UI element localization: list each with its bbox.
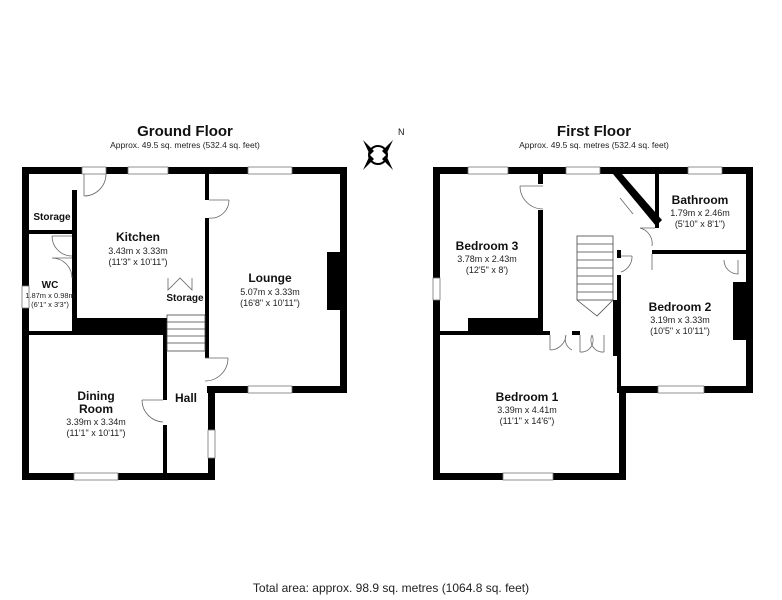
ff-bedroom1-label: Bedroom 1 <box>496 390 559 404</box>
ff-wall-b1-top <box>440 331 550 335</box>
ff-door-cupboard <box>579 334 605 353</box>
gf-wall-hall-left-2 <box>163 425 167 480</box>
compass-icon: N <box>363 127 405 170</box>
gf-dining-dim-m: 3.39m x 3.34m <box>66 417 126 427</box>
ff-bathroom-dim-m: 1.79m x 2.46m <box>670 208 730 218</box>
ff-bedroom2-dim-m: 3.19m x 3.33m <box>650 315 710 325</box>
gf-window-entrance <box>81 166 107 175</box>
gf-wall-kitchen-left <box>72 190 77 335</box>
gf-stairs <box>166 314 206 352</box>
gf-wc-dim-ft: (6'1" x 3'3") <box>31 300 69 309</box>
gf-window-dining <box>73 472 119 481</box>
gf-lounge-label: Lounge <box>248 271 292 285</box>
ff-bathroom-label: Bathroom <box>672 193 729 207</box>
ff-wall-bath-diagonal <box>613 174 662 226</box>
ff-window-b3 <box>467 166 509 175</box>
ff-bedroom3-dim-m: 3.78m x 2.43m <box>457 254 517 264</box>
ff-wall-bath-left <box>655 174 659 228</box>
ff-wall-chimney-b2 <box>733 282 746 340</box>
gf-window-lounge-bottom <box>247 385 293 394</box>
total-area: Total area: approx. 98.9 sq. metres (106… <box>253 581 529 595</box>
gf-door-storage <box>51 235 73 257</box>
first-floor-area: Approx. 49.5 sq. metres (532.4 sq. feet) <box>519 140 669 150</box>
ff-window-b1 <box>502 472 554 481</box>
gf-wc-dim-m: 1.87m x 0.98m <box>25 291 75 300</box>
gf-wall-chimney-lounge <box>327 252 340 310</box>
ff-wall-b3-bottom <box>468 318 543 335</box>
gf-window-wc <box>21 285 30 309</box>
gf-wall-top <box>22 167 347 174</box>
gf-kitchen-label: Kitchen <box>116 230 160 244</box>
gf-hall-label: Hall <box>175 391 197 405</box>
ff-wall-left <box>433 167 440 480</box>
ff-bedroom3-dim-ft: (12'5" x 8') <box>466 265 508 275</box>
ff-door-b2 <box>620 254 653 273</box>
gf-door-storage-stairs <box>167 277 193 291</box>
ground-floor-title: Ground Floor <box>137 123 233 140</box>
ff-door-b2-cupboard <box>723 259 739 275</box>
gf-dining-dim-ft: (11'1" x 10'11") <box>66 428 125 438</box>
ff-wall-b1-top-2 <box>572 331 580 335</box>
gf-window-hall <box>207 429 216 459</box>
gf-kitchen-dim-m: 3.43m x 3.33m <box>108 246 168 256</box>
gf-door-lounge-top <box>208 199 230 219</box>
ff-wall-b3-right-2 <box>538 210 543 335</box>
ff-stairs <box>576 235 614 317</box>
gf-window-lounge <box>247 166 293 175</box>
gf-door-lounge-hall <box>204 357 229 382</box>
ff-bedroom1-dim-ft: (11'1" x 14'6") <box>500 416 555 426</box>
ground-floor-plan: Ground Floor Approx. 49.5 sq. metres (53… <box>21 123 347 481</box>
gf-wall-bottom <box>22 473 215 480</box>
ff-wall-landing-divider <box>613 300 617 356</box>
gf-wall-lounge-left <box>205 174 209 200</box>
gf-lounge-dim-ft: (16'8" x 10'11") <box>240 298 300 308</box>
ff-window-bath <box>687 166 723 175</box>
gf-dining-label-1: Dining <box>77 389 114 403</box>
gf-wall-storage-divider <box>29 230 72 234</box>
gf-storage-stairs-label: Storage <box>166 293 204 304</box>
gf-wc-label: WC <box>42 280 59 291</box>
gf-wall-hall-left <box>163 335 167 400</box>
compass-north-label: N <box>398 127 405 137</box>
gf-wall-right <box>340 167 347 393</box>
ff-window-landing <box>565 166 601 175</box>
ff-bedroom2-dim-ft: (10'5" x 10'11") <box>650 326 710 336</box>
ff-wall-b2-left-2 <box>617 275 621 393</box>
ff-door-bath <box>619 197 655 247</box>
ff-wall-right <box>746 167 753 393</box>
gf-wall-chimney-kitchen <box>72 318 167 335</box>
ff-wall-b2-top <box>652 250 753 254</box>
ff-window-b3-side <box>432 277 441 301</box>
first-floor-plan: First Floor Approx. 49.5 sq. metres (532… <box>432 123 753 481</box>
gf-kitchen-dim-ft: (11'3" x 10'11") <box>108 257 167 267</box>
first-floor-title: First Floor <box>557 123 631 140</box>
gf-storage-top-label: Storage <box>33 212 71 223</box>
ff-door-b1 <box>549 334 573 351</box>
ff-bathroom-dim-ft: (5'10" x 8'1") <box>675 219 725 229</box>
gf-wall-lounge-left-2 <box>205 218 209 358</box>
ff-door-b3 <box>519 185 544 210</box>
gf-dining-label-2: Room <box>79 402 113 416</box>
ff-wall-b3-right <box>538 174 543 184</box>
ff-bedroom2-label: Bedroom 2 <box>649 300 712 314</box>
ff-wall-b2-left <box>617 250 621 258</box>
gf-wall-dining-top <box>29 331 167 335</box>
ff-bedroom1-dim-m: 3.39m x 4.41m <box>497 405 557 415</box>
ground-floor-area: Approx. 49.5 sq. metres (532.4 sq. feet) <box>110 140 260 150</box>
ff-bedroom3-label: Bedroom 3 <box>456 239 519 253</box>
gf-door-entrance <box>83 173 107 197</box>
gf-wall-left <box>22 167 29 480</box>
gf-door-dining <box>141 399 164 423</box>
gf-door-wc <box>51 257 73 279</box>
gf-lounge-dim-m: 5.07m x 3.33m <box>240 287 300 297</box>
gf-window-kitchen <box>127 166 169 175</box>
ff-wall-b1-right <box>619 386 626 480</box>
ff-window-b2 <box>657 385 705 394</box>
